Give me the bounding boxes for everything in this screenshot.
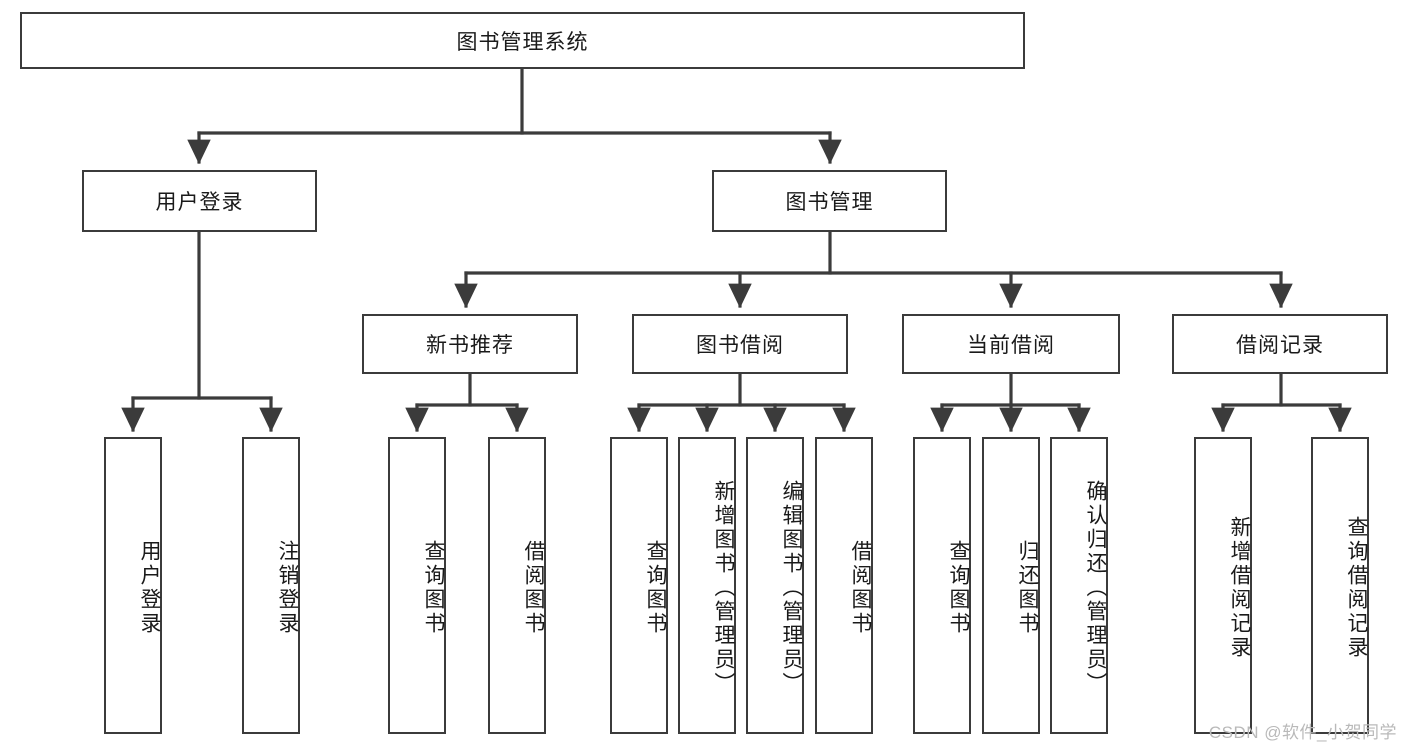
node-book-manage[interactable]: 图书管理 [712,170,947,232]
node-leaf-borrow-book-1[interactable]: 借阅图书 [488,437,546,734]
node-leaf-query-record-label: 查询借阅记录 [1345,515,1368,660]
node-leaf-add-book[interactable]: 新增图书（管理员） [678,437,736,734]
node-leaf-add-record[interactable]: 新增借阅记录 [1194,437,1252,734]
node-leaf-edit-book-label: 编辑图书（管理员） [780,479,803,696]
node-new-book-rec-label: 新书推荐 [426,334,514,357]
node-leaf-borrow-book-1-label: 借阅图书 [522,539,545,636]
node-leaf-user-login-label: 用户登录 [138,539,161,636]
node-leaf-confirm-return-label: 确认归还（管理员） [1084,479,1107,696]
node-current-borrow[interactable]: 当前借阅 [902,314,1120,374]
node-leaf-confirm-return[interactable]: 确认归还（管理员） [1050,437,1108,734]
node-root-label: 图书管理系统 [456,30,589,54]
node-book-manage-label: 图书管理 [785,191,874,214]
node-leaf-borrow-book-2-label: 借阅图书 [849,539,872,636]
node-leaf-logout[interactable]: 注销登录 [242,437,300,734]
node-user-login[interactable]: 用户登录 [82,170,317,232]
node-leaf-user-login[interactable]: 用户登录 [104,437,162,734]
node-leaf-query-record[interactable]: 查询借阅记录 [1311,437,1369,734]
node-leaf-query-book-3[interactable]: 查询图书 [913,437,971,734]
node-leaf-query-book-2-label: 查询图书 [644,539,667,636]
csdn-watermark: CSDN @软件_小贺同学 [1208,723,1397,742]
node-root[interactable]: 图书管理系统 [20,12,1025,69]
node-leaf-logout-label: 注销登录 [276,539,299,636]
node-leaf-query-book-1[interactable]: 查询图书 [388,437,446,734]
node-user-login-label: 用户登录 [155,191,244,214]
node-leaf-query-book-1-label: 查询图书 [422,539,445,636]
node-new-book-rec[interactable]: 新书推荐 [362,314,578,374]
node-book-borrow-label: 图书借阅 [696,334,784,357]
node-book-borrow[interactable]: 图书借阅 [632,314,848,374]
node-leaf-add-record-label: 新增借阅记录 [1228,515,1251,660]
node-leaf-query-book-2[interactable]: 查询图书 [610,437,668,734]
node-borrow-record[interactable]: 借阅记录 [1172,314,1388,374]
node-leaf-query-book-3-label: 查询图书 [947,539,970,636]
node-leaf-edit-book[interactable]: 编辑图书（管理员） [746,437,804,734]
node-leaf-return-book-label: 归还图书 [1016,539,1039,636]
node-leaf-add-book-label: 新增图书（管理员） [712,479,735,696]
node-current-borrow-label: 当前借阅 [967,334,1055,357]
node-leaf-return-book[interactable]: 归还图书 [982,437,1040,734]
node-leaf-borrow-book-2[interactable]: 借阅图书 [815,437,873,734]
node-borrow-record-label: 借阅记录 [1236,334,1324,357]
